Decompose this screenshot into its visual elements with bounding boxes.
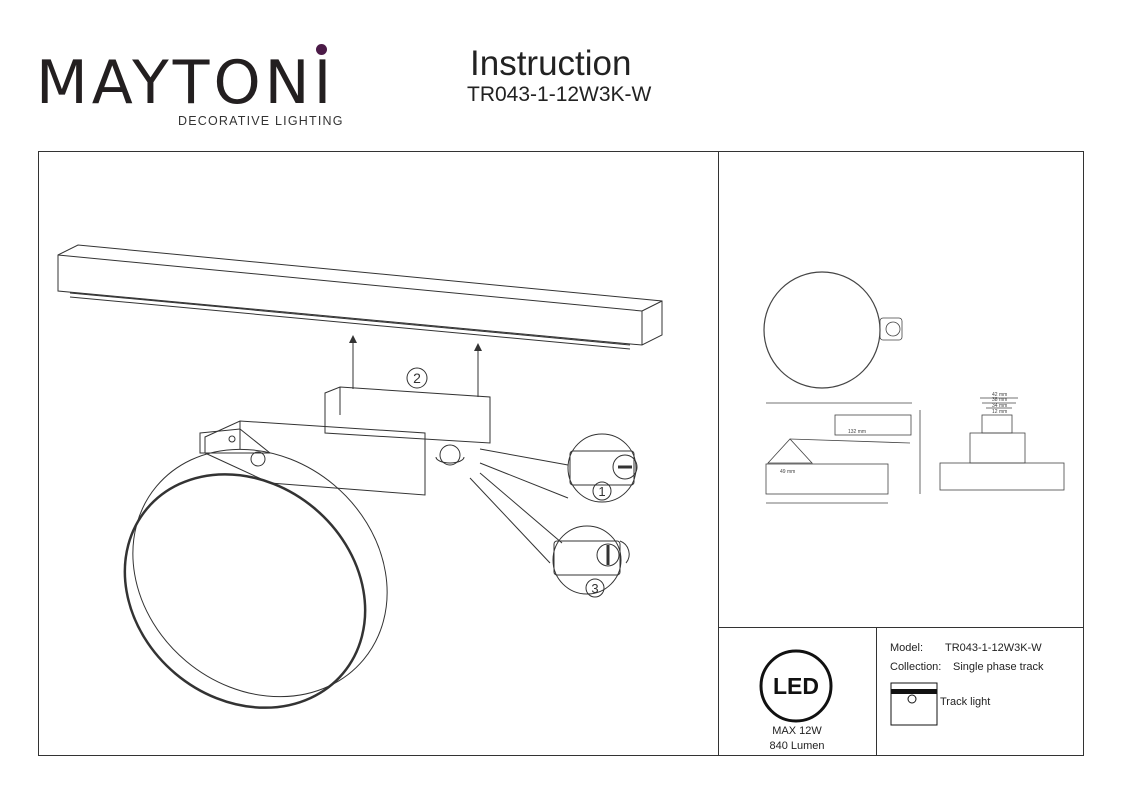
step-2-label: 2 xyxy=(413,370,421,386)
divider xyxy=(718,151,719,756)
brand-logo: MAYTONI xyxy=(36,44,336,118)
track-light-icon xyxy=(890,682,938,726)
instruction-frame xyxy=(38,151,1084,756)
divider xyxy=(876,627,877,756)
collection-value: Single phase track xyxy=(953,661,1044,673)
dim-label: 49 mm xyxy=(780,469,795,475)
dim-label: 34 mm xyxy=(992,403,1007,409)
step-3-label: 3 xyxy=(591,581,598,596)
step-1-label: 1 xyxy=(598,484,605,499)
model-heading: TR043-1-12W3K-W xyxy=(467,83,652,106)
model-label: Model: xyxy=(890,642,924,654)
lumen-rating: 840 Lumen xyxy=(769,740,825,752)
dim-label: 42 mm xyxy=(992,392,1007,398)
led-icon: LED xyxy=(759,649,833,723)
model-value: TR043-1-12W3K-W xyxy=(945,642,1042,654)
led-label: LED xyxy=(773,673,819,699)
brand-tagline: DECORATIVE LIGHTING xyxy=(178,114,344,128)
dimension-drawing: 132 mm 49 mm 42 mm 38 mm 34 mm 12 mm xyxy=(763,271,1065,504)
collection-label: Collection: xyxy=(890,661,942,673)
logo-dot-icon xyxy=(316,44,328,55)
dim-label: 38 mm xyxy=(992,397,1007,403)
power-rating: MAX 12W xyxy=(772,725,822,737)
page-title: Instruction xyxy=(470,44,632,83)
brand-name: MAYTONI xyxy=(36,44,336,118)
type-label: Track light xyxy=(940,696,991,708)
dim-label: 132 mm xyxy=(848,429,866,435)
divider xyxy=(718,627,1084,628)
installation-drawing: 2 1 3 xyxy=(57,244,663,709)
dim-label: 12 mm xyxy=(992,409,1007,415)
brand-name-text: MAYTONI xyxy=(36,48,336,118)
